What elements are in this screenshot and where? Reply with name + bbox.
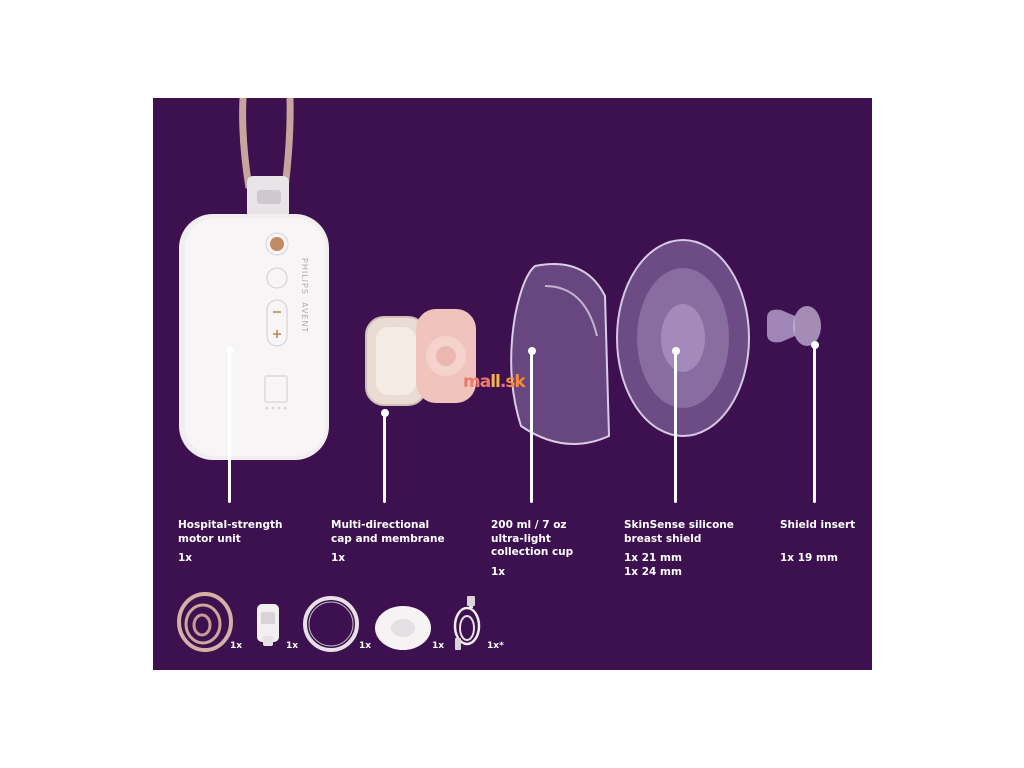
shield-pointer-line <box>674 354 677 503</box>
accessory-qty: 1x <box>230 641 243 651</box>
bra-ring-image <box>303 596 359 652</box>
watermark-logo: mall.sk <box>463 372 526 392</box>
insert-label: Shield insert 1x 19 mm <box>780 519 856 564</box>
insert-pointer-line <box>813 348 816 503</box>
accessory-qty: 1x <box>432 641 445 651</box>
product-panel: PHILIPS AVENT mall.sk Hospital-st <box>153 98 872 670</box>
usb-cable-image <box>453 596 481 650</box>
cap-label: Multi-directional cap and membrane 1x <box>331 519 445 564</box>
cup-label: 200 ml / 7 oz ultra-light collection cup… <box>491 519 574 578</box>
shield-insert-image <box>767 306 821 346</box>
cap-pointer-line <box>383 416 386 503</box>
strap-image <box>177 592 233 652</box>
cup-pointer-dot <box>528 347 536 355</box>
cup-pointer-line <box>530 354 533 503</box>
cap-pointer-dot <box>381 409 389 417</box>
disc-image <box>375 606 431 650</box>
breast-shield-image <box>616 239 750 437</box>
accessory-qty: 1x <box>286 641 299 651</box>
motor-label: Hospital-strength motor unit 1x <box>178 519 283 564</box>
accessory-qty: 1x* <box>487 641 504 651</box>
shield-pointer-dot <box>672 347 680 355</box>
cap-membrane-image <box>365 309 476 406</box>
insert-pointer-dot <box>811 341 819 349</box>
brand-text: PHILIPS AVENT <box>300 258 309 334</box>
motor-pointer-dot <box>226 346 234 354</box>
clip-image <box>257 604 279 646</box>
motor-unit-image <box>179 98 329 460</box>
accessory-qty: 1x <box>359 641 372 651</box>
motor-pointer-line <box>228 353 231 503</box>
collection-cup-image <box>510 263 611 445</box>
shield-label: SkinSense silicone breast shield 1x 21 m… <box>624 519 734 578</box>
